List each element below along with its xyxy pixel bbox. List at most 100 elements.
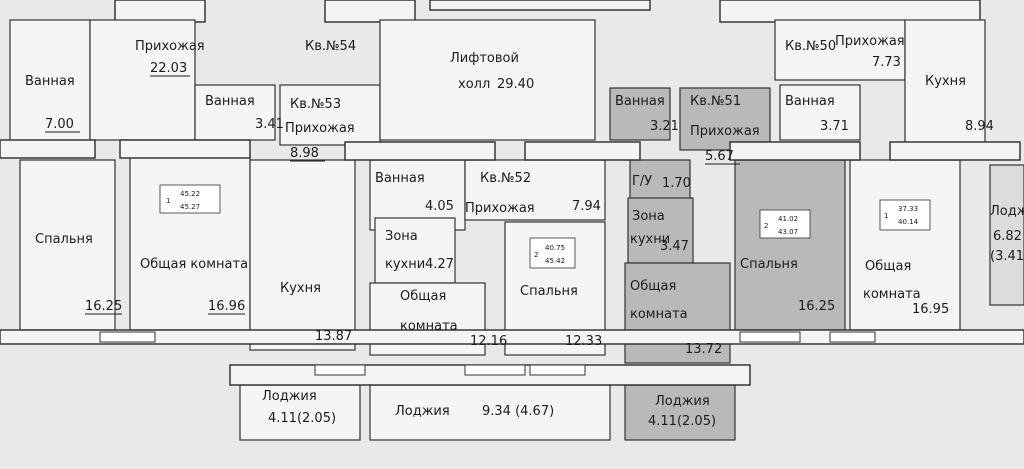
apt52-kitchen-zone-1: Зона — [385, 229, 418, 244]
far-right-loggia-label: Лоджия — [990, 204, 1024, 219]
window-4 — [529, 364, 586, 376]
apt51-living-1: Общая — [630, 279, 676, 294]
apt54-hall-room — [89, 19, 196, 141]
window-2 — [314, 364, 366, 376]
wall-strip-1 — [119, 139, 251, 159]
apt51-living-2: комната — [630, 307, 688, 322]
apt53-tag-a: 45.22 — [180, 190, 200, 198]
apt53-kitchen-room — [249, 159, 356, 351]
apt51-closet-area: 1.70 — [662, 176, 691, 191]
lift-hall-label-1: Лифтовой — [450, 51, 519, 66]
apt52-bath-label: Ванная — [375, 171, 425, 186]
apt54-bath-label: Ванная — [25, 74, 75, 89]
apt51-tag — [759, 209, 811, 239]
apt50-living-room — [849, 159, 961, 331]
apt54-living-label: Общая комната — [140, 257, 248, 272]
apt50-tag-b: 40.14 — [898, 218, 919, 226]
apt51-kitchen-zone-1: Зона — [632, 209, 665, 224]
lift-hall-area: 29.40 — [497, 77, 534, 92]
apt54-living-area: 16.96 — [208, 299, 245, 314]
apt54-bath-area: 7.00 — [45, 117, 74, 132]
apt50-living-2: комната — [863, 287, 921, 302]
apt51-hall-label: Прихожая — [690, 124, 760, 139]
apt51-tag-a: 41.02 — [778, 215, 798, 223]
apt52-hall-label: Прихожая — [465, 201, 535, 216]
apt52-hall-area: 7.94 — [572, 199, 601, 214]
apt53-bath-area: 3.41 — [255, 117, 284, 132]
wall-strip-4 — [729, 141, 861, 161]
loggia-left-label: Лоджия — [262, 389, 317, 404]
apt51-bath-label: Ванная — [615, 94, 665, 109]
apt52-tag-num: 2 — [534, 251, 538, 259]
apt52-tag-a: 40.75 — [545, 244, 565, 252]
far-right-loggia-area: 6.82 — [993, 229, 1022, 244]
apt54-bath-room — [9, 19, 91, 151]
apt51-kitchen-zone-room — [627, 197, 694, 264]
apt50-kitchen-area: 8.94 — [965, 119, 994, 134]
apt52-bedroom-label: Спальня — [520, 284, 578, 299]
apt51-living-area: 13.72 — [685, 342, 722, 357]
apt51-bedroom-area: 16.25 — [798, 299, 835, 314]
apt54-hall-label: Прихожая — [135, 39, 205, 54]
apt52-living-area: 12.16 — [470, 334, 507, 349]
top-wall-right — [719, 0, 981, 23]
loggia-right-label: Лоджия — [655, 394, 710, 409]
apt50-bath-room — [779, 84, 861, 141]
wall-strip-3 — [524, 141, 641, 161]
apt51-label: Кв.№51 — [690, 94, 741, 109]
apt50-kitchen-label: Кухня — [925, 74, 966, 89]
apt50-bath-area: 3.71 — [820, 119, 849, 134]
window-6 — [829, 331, 876, 343]
loggia-mid-area: 9.34 (4.67) — [482, 404, 554, 419]
apt51-hall-area: 5.67 — [705, 149, 734, 164]
lift-hall-label-2: холл — [458, 77, 490, 92]
apt51-closet-room — [629, 159, 691, 201]
apt54-bedroom-area: 16.25 — [85, 299, 122, 314]
apt54-hall-area: 22.03 — [150, 61, 187, 76]
apt54-label: Кв.№54 — [305, 39, 356, 54]
apt51-kitchen-zone-2: кухни — [630, 232, 670, 247]
apt50-tag-num: 1 — [884, 212, 888, 220]
apt52-label: Кв.№52 — [480, 171, 531, 186]
loggia-mid-label: Лоджия — [395, 404, 450, 419]
loggia-left-room — [239, 384, 361, 441]
apt53-label: Кв.№53 — [290, 97, 341, 112]
apt53-tag-b: 45.27 — [180, 203, 200, 211]
apt53-bath-label: Ванная — [205, 94, 255, 109]
wall-strip-6 — [0, 139, 96, 159]
apt52-living-1: Общая — [400, 289, 446, 304]
apt52-kitchen-zone-room — [374, 217, 456, 284]
apt52-bath-area: 4.05 — [425, 199, 454, 214]
apt52-tag-b: 45.42 — [545, 257, 565, 265]
apt51-kitchen-area: 3.47 — [660, 239, 689, 254]
lift-hall-room — [379, 19, 596, 141]
apt53-hall-area: 8.98 — [290, 146, 319, 161]
apt52-bedroom-area: 12.33 — [565, 334, 602, 349]
apt51-tag-b: 43.07 — [778, 228, 798, 236]
apt52-kitchen-area: 4.27 — [425, 257, 454, 272]
apt50-living-area: 16.95 — [912, 302, 949, 317]
far-right-loggia-room — [989, 164, 1024, 306]
apt51-bedroom-room — [734, 159, 846, 331]
apt54-living-room — [129, 154, 251, 331]
loggia-right-area: 4.11(2.05) — [648, 414, 716, 429]
apt50-kitchen-room — [904, 19, 986, 146]
apt53-hall-room — [279, 84, 381, 146]
apt53-kitchen-area: 13.87 — [315, 329, 352, 344]
wall-strip-2 — [344, 141, 496, 161]
apt51-bath-room — [609, 87, 671, 141]
wall-strip-5 — [889, 141, 1021, 161]
loggia-mid-room — [369, 384, 611, 441]
apt50-hall-room — [774, 19, 906, 81]
window-3 — [464, 364, 526, 376]
apt53-hall-label: Прихожая — [285, 121, 355, 136]
apt53-tag — [159, 184, 221, 214]
window-1 — [99, 331, 156, 343]
apt50-bath-label: Ванная — [785, 94, 835, 109]
apt51-hall-room — [679, 87, 771, 151]
apt52-living-2: комната — [400, 319, 458, 334]
apt52-tag — [529, 237, 576, 269]
loggia-right-room — [624, 384, 736, 441]
apt54-bedroom-label: Спальня — [35, 232, 93, 247]
apt50-hall-label: Прихожая — [835, 34, 905, 49]
